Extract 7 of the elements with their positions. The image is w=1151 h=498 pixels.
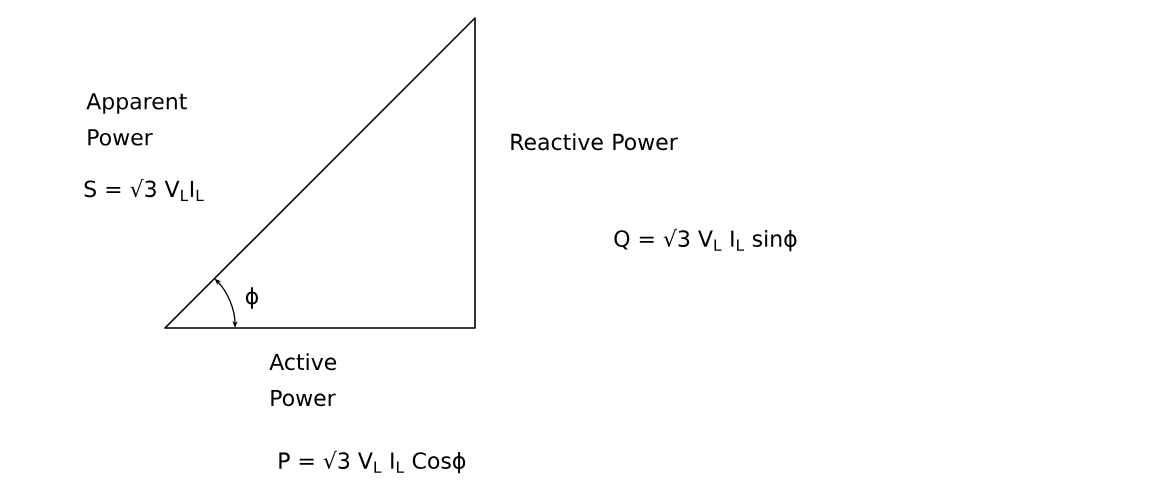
triangle-side-label: Reactive Power [511,133,678,151]
triangle-side-label: Active Power [269,353,337,407]
formula: Q = √3 V$_{L}$ I$_{L}$ sinϕ [614,228,797,252]
formula: P = √3 V$_{L}$ I$_{L}$ Cosϕ [279,450,466,474]
triangle-side-label: Apparent Power [86,93,187,146]
angle-label: ϕ [245,287,258,309]
formula: S = √3 V$_{L}$I$_{L}$ [84,179,204,201]
